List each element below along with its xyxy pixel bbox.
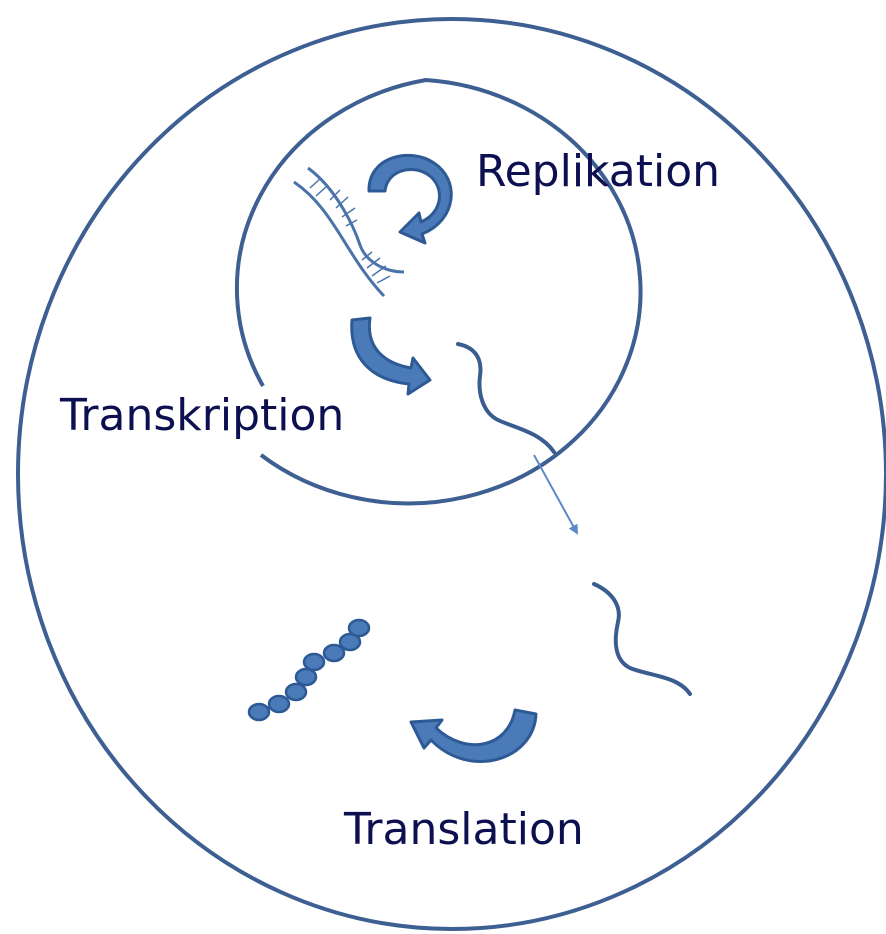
transcription-label: Transkription xyxy=(60,394,344,438)
mrna-strand-cytoplasm-icon xyxy=(594,584,690,694)
export-arrow-icon xyxy=(534,455,577,533)
protein-bead-chain-icon xyxy=(249,620,369,720)
translation-label: Translation xyxy=(344,808,584,852)
mrna-strand-icon xyxy=(458,344,554,452)
transcription-arrow-icon xyxy=(352,318,430,394)
replication-arrow-icon xyxy=(369,155,451,243)
translation-arrow-icon xyxy=(411,710,536,761)
cell-membrane xyxy=(18,19,886,929)
replication-label: Replikation xyxy=(476,150,720,194)
dna-double-helix-icon xyxy=(294,168,404,296)
